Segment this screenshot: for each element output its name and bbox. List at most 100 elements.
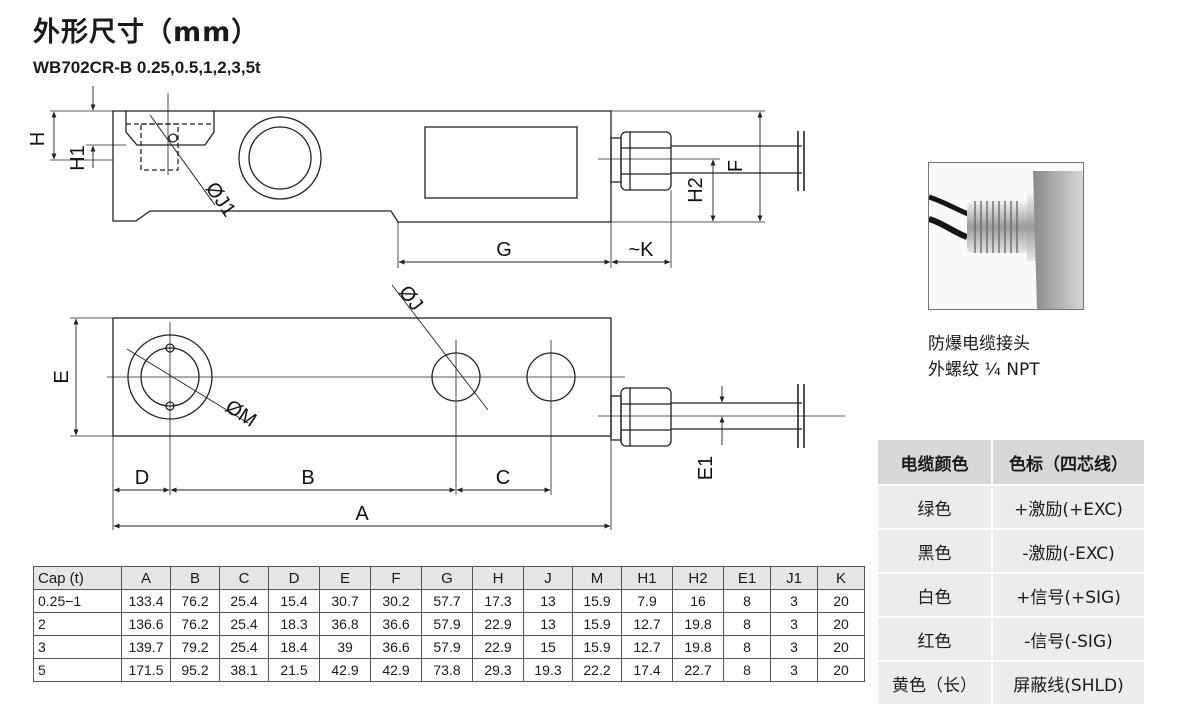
table-row: 3 139.7 79.2 25.4 18.4 39 36.6 57.9 22.9…: [33, 635, 865, 659]
wire-function: +信号(+SIG): [992, 573, 1146, 618]
table-cell: 19.8: [672, 612, 724, 636]
table-cell: 13: [523, 589, 573, 613]
table-cell: 17.4: [621, 658, 673, 682]
col-header-e1: E1: [723, 566, 771, 590]
table-cell: 15.9: [572, 612, 622, 636]
table-cell: 36.6: [370, 612, 422, 636]
table-row: 2 136.6 76.2 25.4 18.3 36.8 36.6 57.9 22…: [33, 612, 865, 636]
side-view-boss-outer: [238, 116, 322, 200]
dim-label-h2: H2: [685, 177, 707, 203]
wiring-table: 电缆颜色 色标（四芯线） 绿色 +激励(+EXC) 黑色 -激励(-EXC) 白…: [878, 440, 1146, 706]
wire-color: 绿色: [878, 485, 993, 530]
table-cell: 2: [33, 612, 122, 636]
table-cell: 3: [770, 612, 818, 636]
wire-color: 红色: [878, 617, 993, 662]
wire-function: -信号(-SIG): [992, 617, 1146, 662]
caption-line-1: 防爆电缆接头: [928, 334, 1030, 354]
table-cell: 133.4: [121, 589, 171, 613]
table-cell: 79.2: [170, 635, 220, 659]
wire-color: 白色: [878, 573, 993, 618]
col-header-j: J: [523, 566, 573, 590]
table-cell: 17.3: [472, 589, 524, 613]
table-cell: 57.9: [421, 612, 473, 636]
col-header-a: A: [121, 566, 171, 590]
table-cell: 29.3: [472, 658, 524, 682]
wiring-row: 黄色（长） 屏蔽线(SHLD): [878, 661, 1146, 706]
dimensions-header-row: Cap (t) A B C D E F G H J M H1 H2 E1 J1 …: [33, 566, 865, 590]
table-cell: 20: [817, 635, 865, 659]
page-title: 外形尺寸（mm）: [33, 17, 260, 48]
table-cell: 20: [817, 589, 865, 613]
caption-line-2: 外螺纹 ¼ NPT: [928, 360, 1040, 380]
table-cell: 38.1: [219, 658, 269, 682]
wire-function: 屏蔽线(SHLD): [992, 661, 1146, 706]
table-cell: 42.9: [370, 658, 422, 682]
side-view-boss-inner: [248, 126, 312, 190]
table-cell: 73.8: [421, 658, 473, 682]
table-cell: 57.9: [421, 635, 473, 659]
table-cell: 3: [770, 589, 818, 613]
wiring-row: 红色 -信号(-SIG): [878, 617, 1146, 662]
wiring-row: 黑色 -激励(-EXC): [878, 529, 1146, 574]
wire-function: +激励(+EXC): [992, 485, 1146, 530]
table-cell: 76.2: [170, 612, 220, 636]
col-header-m: M: [572, 566, 622, 590]
table-cell: 22.2: [572, 658, 622, 682]
dim-label-g: G: [496, 239, 512, 261]
table-row: 0.25−1 133.4 76.2 25.4 15.4 30.7 30.2 57…: [33, 589, 865, 613]
table-cell: 39: [319, 635, 371, 659]
table-cell: 22.7: [672, 658, 724, 682]
dim-label-h: H: [27, 132, 49, 146]
threaded-hole: [140, 123, 179, 171]
table-cell: 13: [523, 612, 573, 636]
table-cell: 5: [33, 658, 122, 682]
dim-label-j: ØJ: [394, 282, 427, 316]
wire-color: 黑色: [878, 529, 993, 574]
col-header-d: D: [268, 566, 320, 590]
wiring-row: 绿色 +激励(+EXC): [878, 485, 1146, 530]
dim-label-m: ØM: [221, 396, 260, 432]
table-cell: 76.2: [170, 589, 220, 613]
table-cell: 7.9: [621, 589, 673, 613]
col-header-h1: H1: [621, 566, 673, 590]
table-cell: 15.4: [268, 589, 320, 613]
table-cell: 8: [723, 612, 771, 636]
dim-label-k: ~K: [628, 239, 654, 261]
wiring-col-header-color: 电缆颜色: [878, 440, 993, 486]
col-header-g: G: [421, 566, 473, 590]
dim-label-a: A: [355, 503, 369, 525]
table-cell: 21.5: [268, 658, 320, 682]
wiring-col-header-code: 色标（四芯线）: [992, 440, 1146, 486]
col-header-c: C: [219, 566, 269, 590]
cable-gland-photo: [928, 162, 1084, 310]
dim-label-j1: ØJ1: [201, 178, 240, 221]
table-cell: 15.9: [572, 635, 622, 659]
model-subtitle: WB702CR-B 0.25,0.5,1,2,3,5t: [33, 58, 261, 77]
col-header-f: F: [370, 566, 422, 590]
table-cell: 19.3: [523, 658, 573, 682]
col-header-e: E: [319, 566, 371, 590]
table-cell: 30.7: [319, 589, 371, 613]
wiring-row: 白色 +信号(+SIG): [878, 573, 1146, 618]
table-cell: 95.2: [170, 658, 220, 682]
table-cell: 12.7: [621, 612, 673, 636]
table-cell: 136.6: [121, 612, 171, 636]
col-header-b: B: [170, 566, 220, 590]
table-cell: 57.7: [421, 589, 473, 613]
dim-label-f: F: [725, 160, 747, 172]
dim-label-d: D: [135, 467, 149, 489]
col-header-cap: Cap (t): [33, 566, 122, 590]
col-header-k: K: [817, 566, 865, 590]
table-cell: 8: [723, 658, 771, 682]
table-cell: 30.2: [370, 589, 422, 613]
wiring-header-row: 电缆颜色 色标（四芯线）: [878, 440, 1146, 486]
table-cell: 8: [723, 635, 771, 659]
table-cell: 36.8: [319, 612, 371, 636]
table-cell: 20: [817, 658, 865, 682]
dim-label-h1: H1: [67, 145, 89, 171]
table-cell: 15: [523, 635, 573, 659]
j1-hole: [168, 133, 178, 143]
table-cell: 3: [33, 635, 122, 659]
side-view: [50, 86, 805, 268]
table-cell: 19.8: [672, 635, 724, 659]
